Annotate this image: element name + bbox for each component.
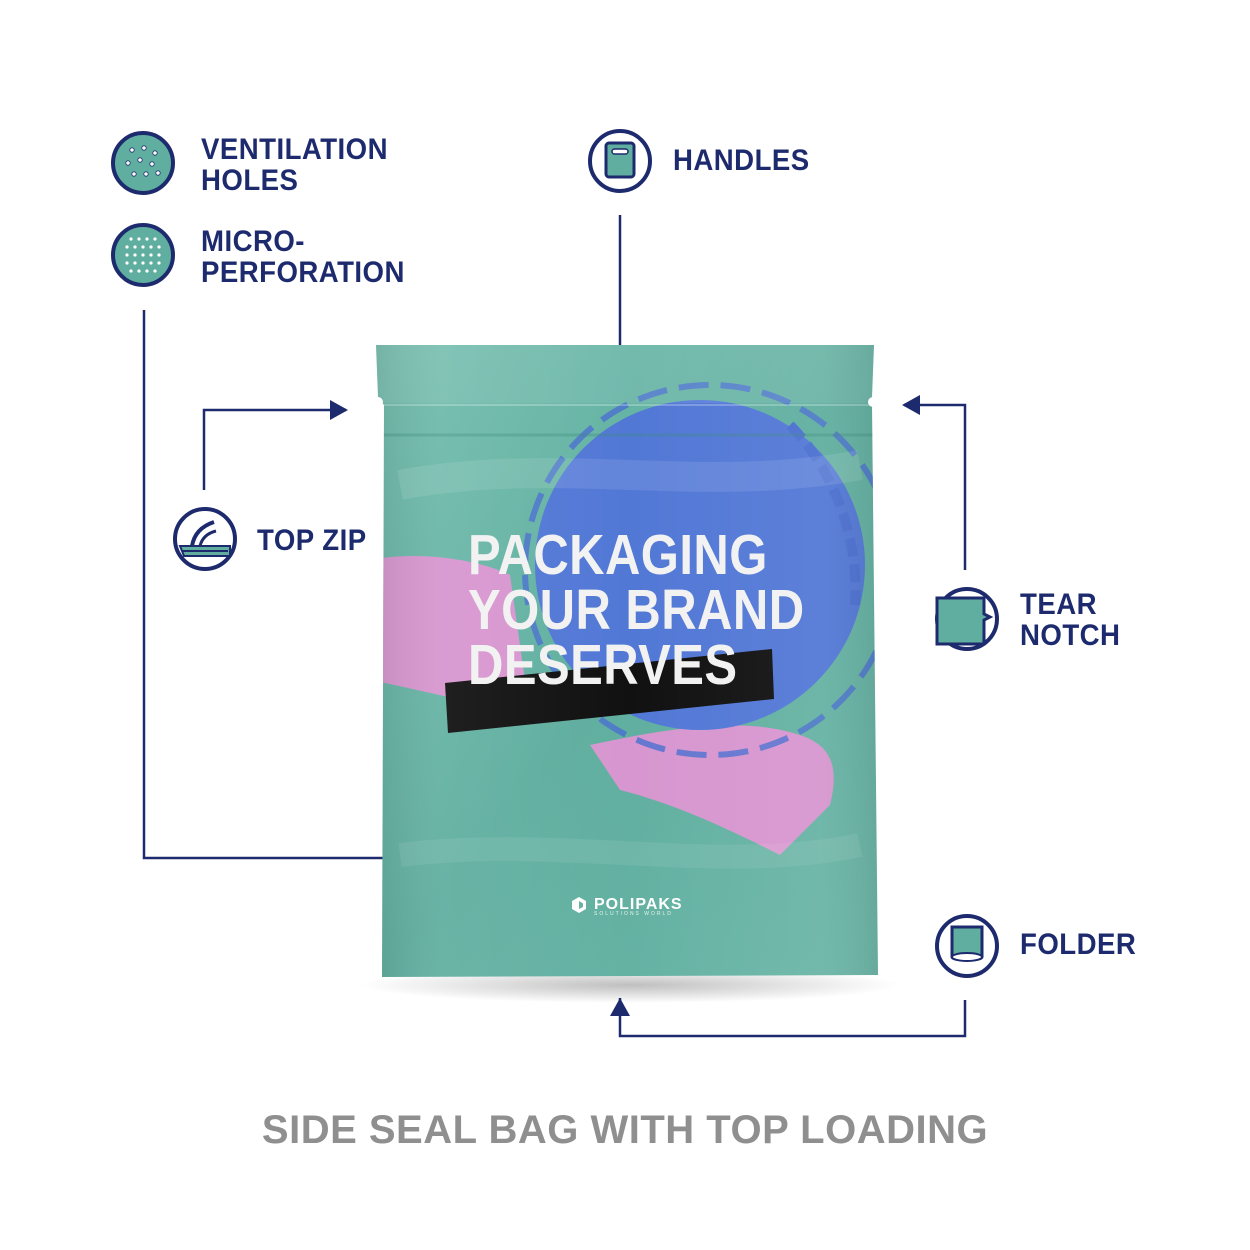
ventilation-holes-label: VENTILATION HOLES	[201, 133, 389, 197]
micro-perforation-label: MICRO- PERFORATION	[201, 225, 405, 289]
handles-label: HANDLES	[673, 144, 810, 177]
tear-notch-label: TEAR NOTCH	[1020, 588, 1121, 652]
ventilation-holes-icon	[111, 131, 175, 195]
bag-headline-line-2: YOUR BRAND	[468, 578, 805, 642]
top-zip-icon	[173, 507, 237, 571]
side-seal-bag	[360, 345, 900, 1003]
bag-brand: POLIPAKS	[570, 896, 683, 914]
folder-connector	[618, 998, 967, 1038]
tear-notch-connector	[904, 403, 967, 570]
tear-notch-arrow	[902, 395, 920, 415]
top-zip-arrow	[330, 400, 348, 420]
bag-headline-line-3: DESERVES	[468, 633, 738, 697]
bag-brand-tagline: SOLUTIONS WORLD	[594, 911, 673, 917]
micro-perforation-icon	[111, 223, 175, 287]
diagram-caption: SIDE SEAL BAG WITH TOP LOADING	[261, 1108, 989, 1152]
tear-notch-icon	[935, 587, 999, 651]
polipaks-logo-icon	[572, 897, 586, 913]
folder-label: FOLDER	[1020, 928, 1137, 961]
bag-headline: PACKAGING YOUR BRAND DESERVES	[468, 523, 805, 697]
bag-headline-line-1: PACKAGING	[468, 523, 768, 587]
folder-arrow	[610, 998, 630, 1016]
top-zip-connector	[202, 408, 346, 490]
handles-icon	[588, 129, 652, 193]
bag-brand-name: POLIPAKS	[594, 896, 683, 913]
folder-icon	[935, 914, 999, 978]
micro-perforation-connector	[142, 310, 496, 860]
top-zip-label: TOP ZIP	[257, 524, 367, 557]
